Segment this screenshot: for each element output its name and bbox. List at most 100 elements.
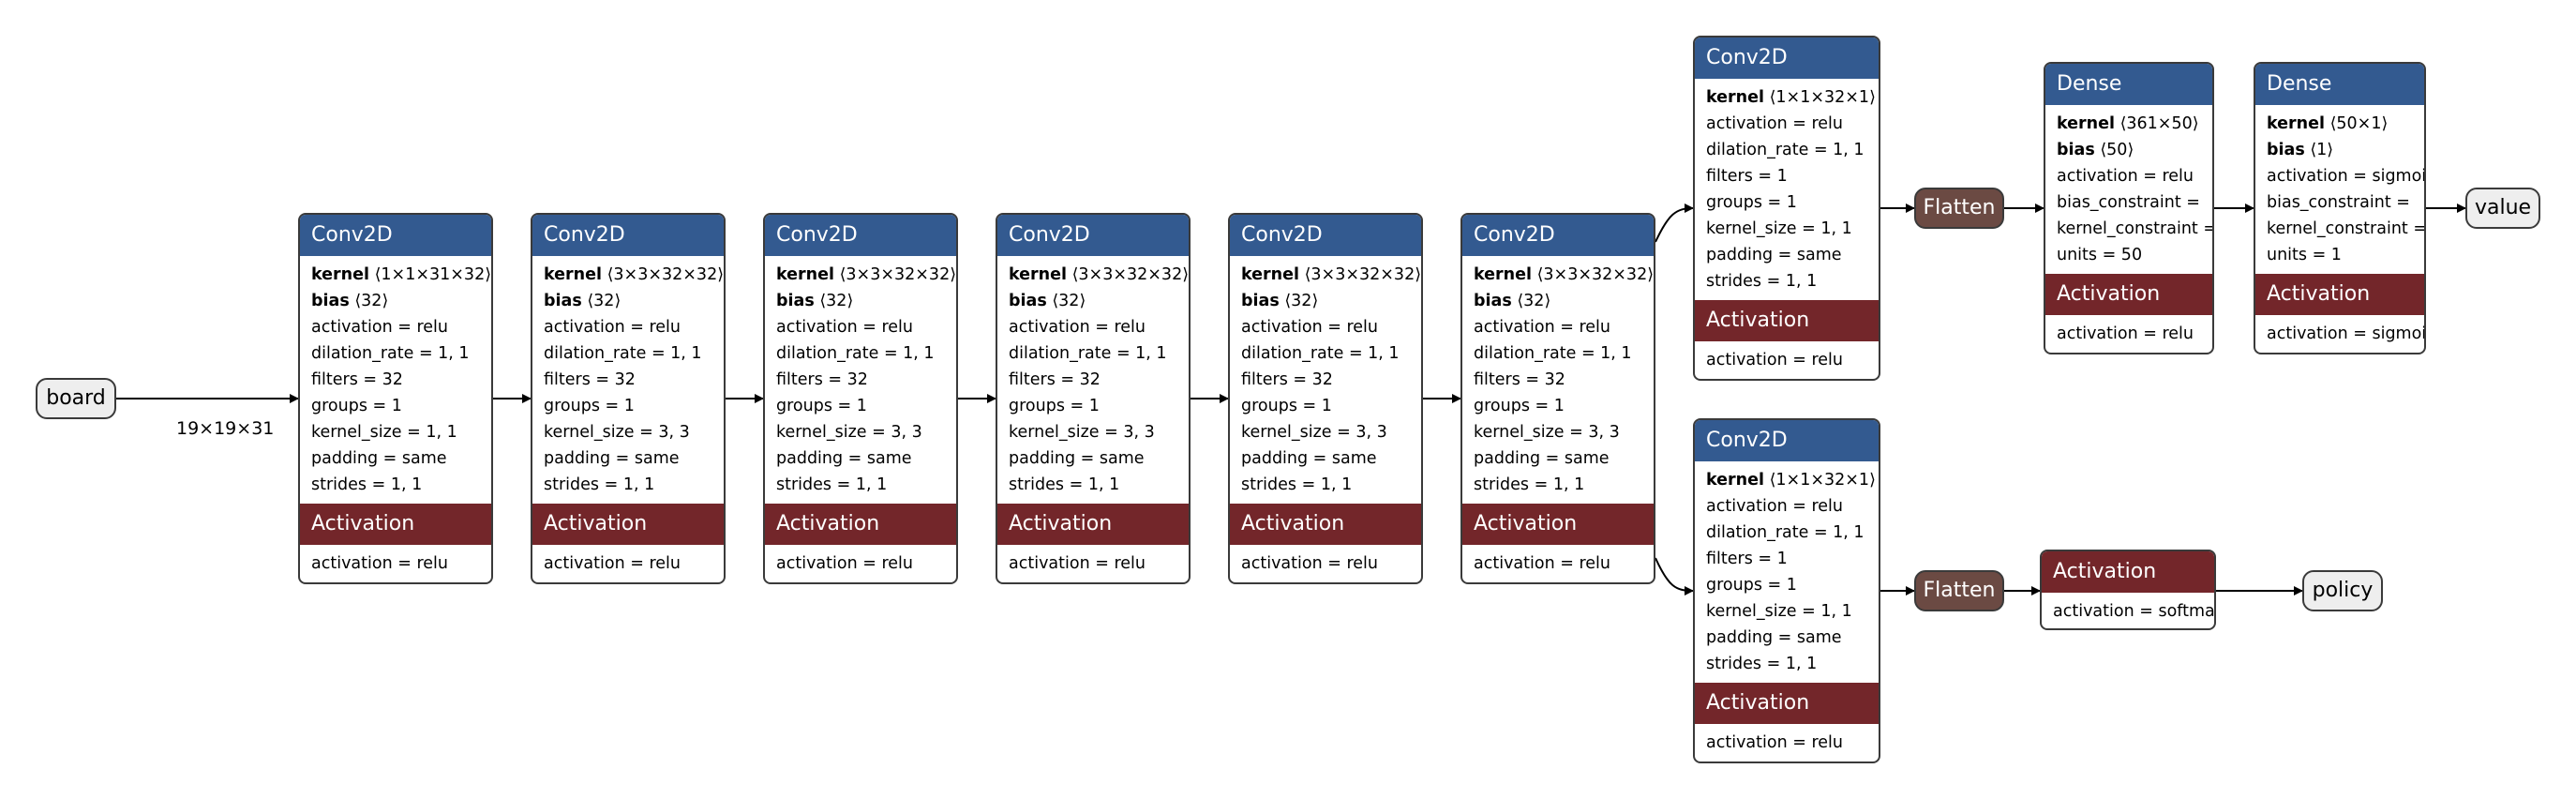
conv2d-attrs: kernel ⟨1×1×32×1⟩ activation = relu dila… [1695, 461, 1879, 683]
activation-attr: activation = relu [544, 554, 681, 573]
attr-line: kernel_size = 1, 1 [1706, 219, 1852, 238]
attr-line: kernel_size = 3, 3 [1009, 423, 1155, 442]
input-node-board[interactable]: board [36, 378, 116, 419]
attr-line: dilation_rate = 1, 1 [544, 344, 702, 363]
attr-line: groups = 1 [1474, 397, 1565, 415]
conv2d-node-4[interactable]: Conv2D kernel ⟨3×3×32×32⟩ bias ⟨32⟩ acti… [996, 213, 1191, 584]
conv2d-attrs: kernel ⟨3×3×32×32⟩ bias ⟨32⟩ activation … [1462, 256, 1654, 504]
attr-line: units = 50 [2057, 246, 2143, 264]
activation-header: Activation [1695, 300, 1879, 341]
input-shape-label: 19×19×31 [176, 418, 275, 439]
attr-line: groups = 1 [1706, 193, 1797, 212]
activation-header: Activation [300, 504, 491, 545]
activation-attr: activation = relu [1474, 554, 1610, 573]
attr-line: strides = 1, 1 [1009, 475, 1120, 494]
attr-line: filters = 1 [1706, 550, 1788, 568]
attr-line: groups = 1 [311, 397, 402, 415]
kernel-attr: kernel ⟨3×3×32×32⟩ [544, 265, 725, 284]
attr-line: units = 1 [2267, 246, 2342, 264]
kernel-attr: kernel ⟨50×1⟩ [2267, 114, 2389, 133]
bias-attr: bias ⟨32⟩ [544, 292, 622, 310]
conv2d-attrs: kernel ⟨1×1×32×1⟩ activation = relu dila… [1695, 79, 1879, 300]
conv2d-header: Conv2D [997, 215, 1189, 256]
conv2d-attrs: kernel ⟨3×3×32×32⟩ bias ⟨32⟩ activation … [765, 256, 956, 504]
kernel-attr: kernel ⟨3×3×32×32⟩ [1241, 265, 1422, 284]
attr-line: activation = relu [311, 318, 448, 337]
activation-header: Activation [1462, 504, 1654, 545]
dense-attrs: kernel ⟨50×1⟩ bias ⟨1⟩ activation = sigm… [2255, 105, 2424, 274]
output-node-value[interactable]: value [2465, 188, 2540, 229]
attr-line: strides = 1, 1 [544, 475, 655, 494]
conv2d-node-6[interactable]: Conv2D kernel ⟨3×3×32×32⟩ bias ⟨32⟩ acti… [1460, 213, 1655, 584]
attr-line: kernel_size = 1, 1 [311, 423, 457, 442]
conv2d-node-3[interactable]: Conv2D kernel ⟨3×3×32×32⟩ bias ⟨32⟩ acti… [763, 213, 958, 584]
activation-attr: activation = sigmoid [2267, 324, 2426, 343]
activation-header: Activation [2045, 274, 2212, 315]
attr-line: kernel_size = 3, 3 [1241, 423, 1387, 442]
attr-line: groups = 1 [1241, 397, 1332, 415]
attr-line: dilation_rate = 1, 1 [311, 344, 470, 363]
dense-node-1[interactable]: Dense kernel ⟨361×50⟩ bias ⟨50⟩ activati… [2044, 62, 2214, 354]
dense-header: Dense [2045, 64, 2212, 105]
attr-line: filters = 32 [1474, 370, 1565, 389]
bias-attr: bias ⟨1⟩ [2267, 141, 2334, 159]
attr-line: padding = same [1706, 628, 1842, 647]
value-conv2d-node[interactable]: Conv2D kernel ⟨1×1×32×1⟩ activation = re… [1693, 36, 1880, 381]
output-node-policy[interactable]: policy [2302, 570, 2383, 611]
attr-line: bias_constraint = [2057, 193, 2200, 212]
attr-line: kernel_size = 1, 1 [1706, 602, 1852, 621]
bias-attr: bias ⟨32⟩ [1241, 292, 1319, 310]
attr-line: kernel_constraint = [2057, 219, 2214, 238]
attr-line: strides = 1, 1 [311, 475, 423, 494]
conv2d-attrs: kernel ⟨3×3×32×32⟩ bias ⟨32⟩ activation … [1230, 256, 1421, 504]
attr-line: padding = same [1009, 449, 1145, 468]
conv2d-header: Conv2D [1695, 420, 1879, 461]
attr-line: activation = relu [1474, 318, 1610, 337]
activation-header: Activation [997, 504, 1189, 545]
value-flatten-node[interactable]: Flatten [1914, 188, 2004, 229]
activation-attr: activation = relu [1706, 351, 1843, 369]
bias-attr: bias ⟨32⟩ [1009, 292, 1086, 310]
policy-flatten-node[interactable]: Flatten [1914, 570, 2004, 611]
activation-attr: activation = relu [1241, 554, 1378, 573]
attr-line: filters = 32 [776, 370, 868, 389]
dense-attrs: kernel ⟨361×50⟩ bias ⟨50⟩ activation = r… [2045, 105, 2212, 274]
attr-line: dilation_rate = 1, 1 [1474, 344, 1632, 363]
attr-line: padding = same [1706, 246, 1842, 264]
attr-line: activation = relu [544, 318, 681, 337]
conv2d-header: Conv2D [1230, 215, 1421, 256]
attr-line: filters = 32 [1009, 370, 1101, 389]
dense-header: Dense [2255, 64, 2424, 105]
activation-attr: activation = relu [1706, 733, 1843, 752]
conv2d-node-5[interactable]: Conv2D kernel ⟨3×3×32×32⟩ bias ⟨32⟩ acti… [1228, 213, 1423, 584]
attr-line: groups = 1 [1009, 397, 1100, 415]
activation-attr: activation = softmax [2053, 602, 2216, 621]
attr-line: filters = 32 [1241, 370, 1333, 389]
attr-line: dilation_rate = 1, 1 [1706, 523, 1865, 542]
conv2d-header: Conv2D [532, 215, 724, 256]
attr-line: bias_constraint = [2267, 193, 2410, 212]
conv2d-header: Conv2D [300, 215, 491, 256]
activation-header: Activation [2255, 274, 2424, 315]
attr-line: activation = relu [776, 318, 913, 337]
attr-line: activation = relu [1706, 497, 1843, 516]
attr-line: activation = relu [1706, 114, 1843, 133]
softmax-activation-node[interactable]: Activation activation = softmax [2040, 550, 2216, 630]
activation-header: Activation [532, 504, 724, 545]
bias-attr: bias ⟨50⟩ [2057, 141, 2134, 159]
bias-attr: bias ⟨32⟩ [1474, 292, 1551, 310]
attr-line: activation = relu [1009, 318, 1146, 337]
attr-line: padding = same [311, 449, 447, 468]
activation-header: Activation [1695, 683, 1879, 724]
attr-line: strides = 1, 1 [1241, 475, 1353, 494]
conv2d-node-1[interactable]: Conv2D kernel ⟨1×1×31×32⟩ bias ⟨32⟩ acti… [298, 213, 493, 584]
attr-line: kernel_constraint = [2267, 219, 2426, 238]
attr-line: activation = relu [2057, 167, 2194, 186]
dense-node-2[interactable]: Dense kernel ⟨50×1⟩ bias ⟨1⟩ activation … [2254, 62, 2426, 354]
policy-conv2d-node[interactable]: Conv2D kernel ⟨1×1×32×1⟩ activation = re… [1693, 418, 1880, 763]
conv2d-node-2[interactable]: Conv2D kernel ⟨3×3×32×32⟩ bias ⟨32⟩ acti… [531, 213, 726, 584]
attr-line: strides = 1, 1 [1706, 272, 1818, 291]
activation-header: Activation [2042, 551, 2214, 593]
edge-conv6-valueconv [1655, 204, 1694, 243]
